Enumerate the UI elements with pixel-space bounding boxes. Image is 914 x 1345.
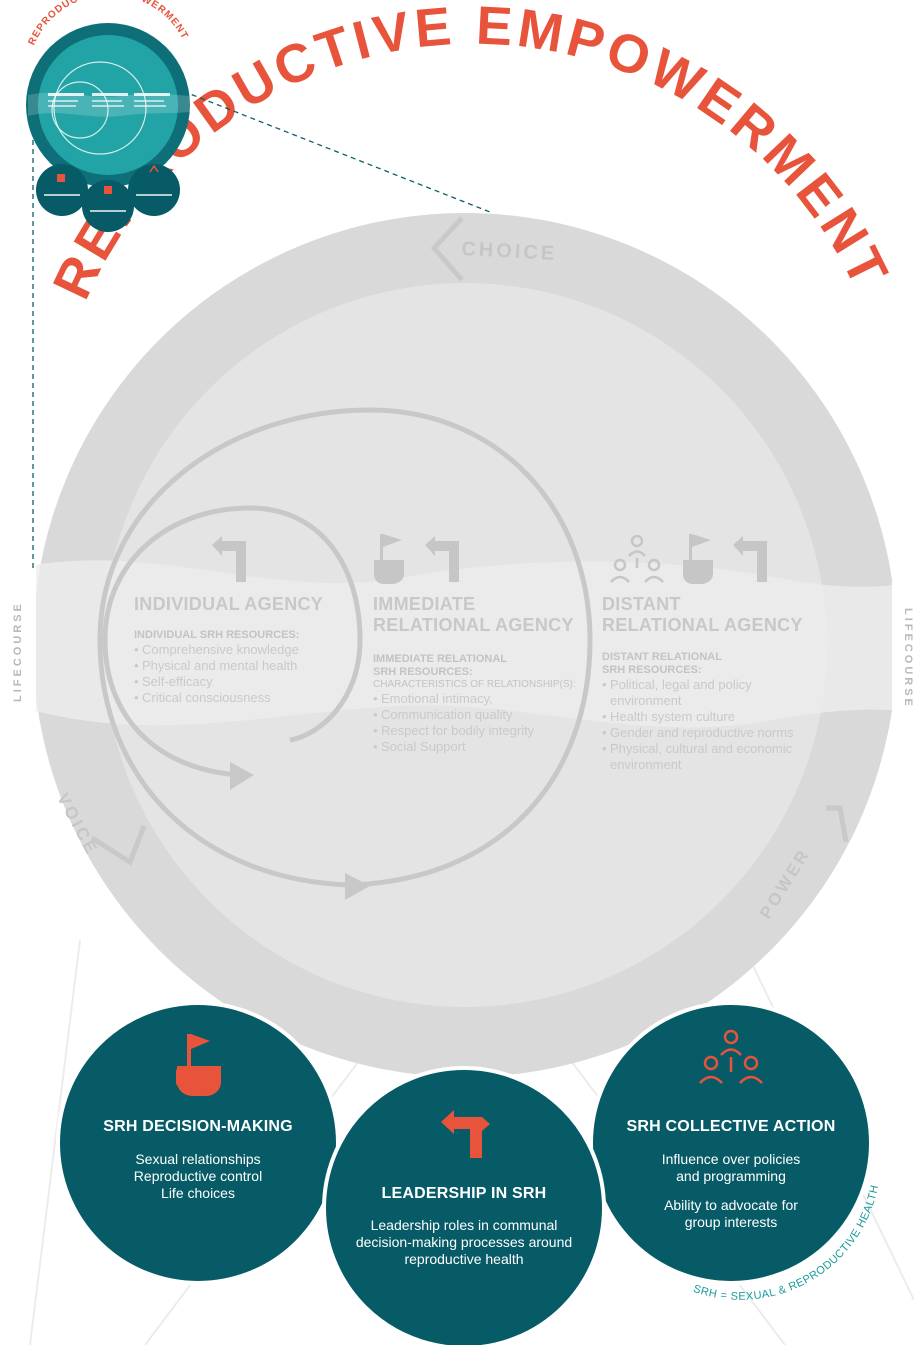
individual-agency-block: INDIVIDUAL AGENCY INDIVIDUAL SRH RESOURC… bbox=[134, 594, 364, 706]
group-people-icon bbox=[699, 1029, 763, 1084]
list-item: Physical, cultural and economic environm… bbox=[602, 741, 817, 773]
inner-arrow-head bbox=[230, 762, 254, 790]
list-item: Social Support bbox=[373, 739, 593, 755]
decision-making-line: Reproductive control bbox=[133, 1168, 263, 1184]
decision-making-title: SRH DECISION-MAKING bbox=[103, 1118, 293, 1135]
distant-resources-list: Political, legal and policy environment … bbox=[602, 677, 817, 773]
distant-agency-title-line2: RELATIONAL AGENCY bbox=[602, 615, 803, 635]
collective-action-line: and programming bbox=[676, 1168, 786, 1184]
choice-label: CHOICE bbox=[460, 238, 558, 265]
thumbnail-connectors bbox=[32, 87, 491, 570]
list-item: Respect for bodily integrity bbox=[373, 723, 593, 739]
power-chevron bbox=[826, 805, 849, 843]
distant-agency-title-line1: DISTANT bbox=[602, 594, 681, 614]
leadership-line: decision-making processes around bbox=[355, 1234, 573, 1250]
outcome-circle-collective-action bbox=[589, 1001, 873, 1285]
individual-resources-heading: INDIVIDUAL SRH RESOURCES: bbox=[134, 629, 300, 641]
list-item: Physical and mental health bbox=[134, 658, 364, 674]
immediate-resources-heading-line1: IMMEDIATE RELATIONAL bbox=[373, 653, 508, 665]
distant-agency-icons bbox=[610, 534, 664, 583]
voice-chevron bbox=[90, 825, 147, 866]
lifecourse-right-tab bbox=[892, 582, 914, 712]
distant-resources-heading-line2: SRH RESOURCES: bbox=[602, 664, 702, 676]
collective-action-text: SRH COLLECTIVE ACTION Influence over pol… bbox=[611, 1118, 851, 1231]
immediate-agency-block: IMMEDIATE RELATIONAL AGENCY IMMEDIATE RE… bbox=[373, 594, 593, 755]
list-item: Critical consciousness bbox=[134, 690, 364, 706]
collective-action-line: Influence over policies bbox=[661, 1151, 801, 1167]
list-item: Communication quality bbox=[373, 707, 593, 723]
list-item: Political, legal and policy environment bbox=[602, 677, 817, 709]
decision-making-line: Life choices bbox=[161, 1185, 235, 1201]
outcome-circle-leadership bbox=[322, 1066, 606, 1345]
turn-arrow-icon bbox=[441, 1110, 490, 1158]
list-item: Gender and reproductive norms bbox=[602, 725, 817, 741]
list-item: Comprehensive knowledge bbox=[134, 642, 364, 658]
outer-arrow-head bbox=[345, 873, 370, 900]
distant-agency-block: DISTANT RELATIONAL AGENCY DISTANT RELATI… bbox=[602, 594, 817, 773]
list-item: Emotional intimacy, bbox=[373, 691, 593, 707]
leadership-text: LEADERSHIP IN SRH Leadership roles in co… bbox=[339, 1185, 589, 1268]
list-item: Self-efficacy bbox=[134, 674, 364, 690]
collective-action-line: Ability to advocate for bbox=[664, 1197, 798, 1213]
distant-resources-heading-line1: DISTANT RELATIONAL bbox=[602, 651, 722, 663]
decision-making-line: Sexual relationships bbox=[135, 1151, 261, 1167]
immediate-agency-title-line1: IMMEDIATE bbox=[373, 594, 476, 614]
collective-action-lines: Influence over policies and programming … bbox=[611, 1151, 851, 1231]
leadership-lines: Leadership roles in communal decision-ma… bbox=[339, 1217, 589, 1268]
leadership-title: LEADERSHIP IN SRH bbox=[381, 1185, 547, 1202]
collective-action-line: group interests bbox=[684, 1214, 778, 1230]
choice-chevron bbox=[430, 216, 464, 282]
lifecourse-label-left: LIFECOURSE bbox=[12, 601, 24, 702]
lifecourse-label-right: LIFECOURSE bbox=[902, 608, 914, 709]
list-item: Health system culture bbox=[602, 709, 817, 725]
immediate-resources-heading-line2: SRH RESOURCES: bbox=[373, 666, 473, 678]
distant-agency-icons-2 bbox=[683, 534, 767, 584]
individual-agency-icon bbox=[212, 536, 246, 582]
individual-resources-list: Comprehensive knowledge Physical and men… bbox=[134, 642, 364, 706]
immediate-agency-icons bbox=[374, 534, 459, 584]
leadership-line: Leadership roles in communal bbox=[370, 1217, 558, 1233]
immediate-resources-subheading: CHARACTERISTICS OF RELATIONSHIP(S): bbox=[373, 679, 576, 690]
collective-action-spacer bbox=[611, 1185, 851, 1197]
lifecourse-left-tab bbox=[0, 562, 36, 710]
decision-making-text: SRH DECISION-MAKING Sexual relationships… bbox=[78, 1118, 318, 1202]
immediate-agency-title-line2: RELATIONAL AGENCY bbox=[373, 615, 574, 635]
collective-action-title: SRH COLLECTIVE ACTION bbox=[626, 1118, 836, 1135]
raised-flag-hand-icon bbox=[176, 1034, 221, 1096]
immediate-resources-list: Emotional intimacy, Communication qualit… bbox=[373, 691, 593, 755]
individual-agency-title: INDIVIDUAL AGENCY bbox=[134, 594, 324, 614]
decision-making-lines: Sexual relationships Reproductive contro… bbox=[78, 1151, 318, 1202]
leadership-line: reproductive health bbox=[404, 1251, 524, 1267]
thumbnail-diagram bbox=[26, 23, 190, 232]
